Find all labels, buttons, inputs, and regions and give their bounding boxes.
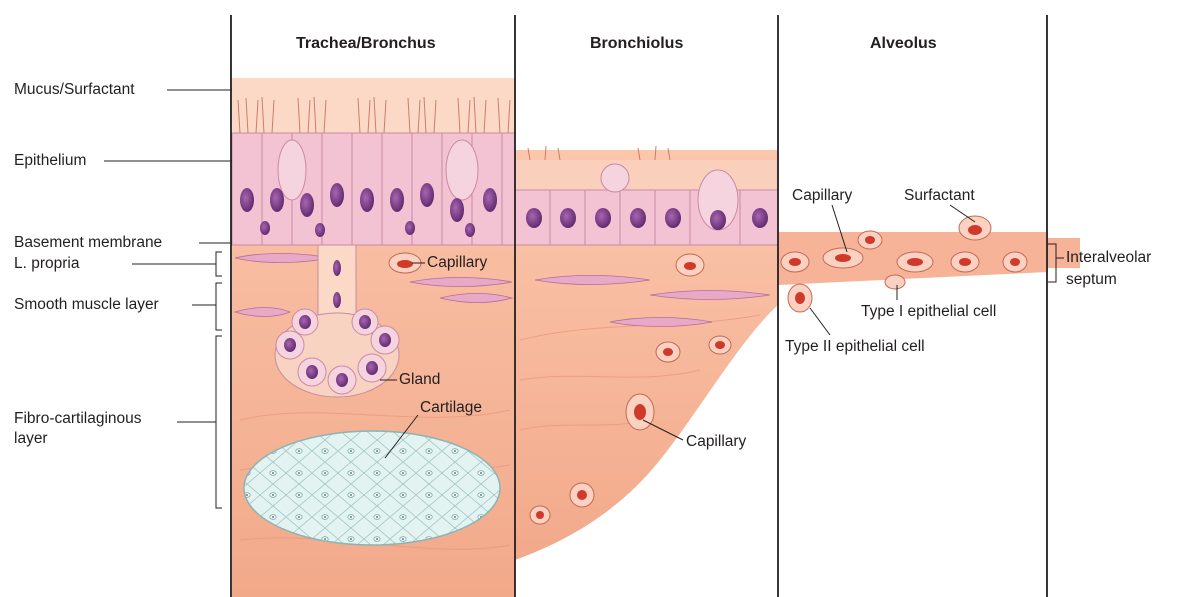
label-type-ii-epithelial-cell: Type II epithelial cell bbox=[785, 337, 925, 356]
bronchiolus-epithelium bbox=[515, 160, 778, 245]
label-gland: Gland bbox=[399, 370, 440, 389]
title-alveolus: Alveolus bbox=[870, 35, 937, 53]
label-cartilage: Cartilage bbox=[420, 398, 482, 417]
label-fibro-cartilaginous: Fibro-cartilaginous bbox=[14, 409, 142, 428]
label-type-i-epithelial-cell: Type I epithelial cell bbox=[861, 302, 996, 321]
label-basement-membrane: Basement membrane bbox=[14, 233, 162, 252]
label-capillary-bronchiolus: Capillary bbox=[686, 432, 746, 451]
label-capillary-alveolus: Capillary bbox=[792, 186, 852, 205]
label-smooth-muscle-layer: Smooth muscle layer bbox=[14, 295, 159, 314]
label-epithelium: Epithelium bbox=[14, 151, 86, 170]
title-bronchiolus: Bronchiolus bbox=[590, 35, 683, 53]
label-lamina-propria: L. propria bbox=[14, 254, 79, 273]
label-surfactant: Surfactant bbox=[904, 186, 975, 205]
label-capillary-trachea: Capillary bbox=[427, 253, 487, 272]
trachea-epithelium bbox=[232, 133, 515, 245]
title-trachea-bronchus: Trachea/Bronchus bbox=[296, 35, 436, 53]
cartilage bbox=[244, 431, 500, 545]
label-septum: septum bbox=[1066, 270, 1117, 289]
label-mucus-surfactant: Mucus/Surfactant bbox=[14, 80, 135, 99]
label-fibro-layer: layer bbox=[14, 429, 48, 448]
label-interalveolar: Interalveolar bbox=[1066, 248, 1151, 267]
